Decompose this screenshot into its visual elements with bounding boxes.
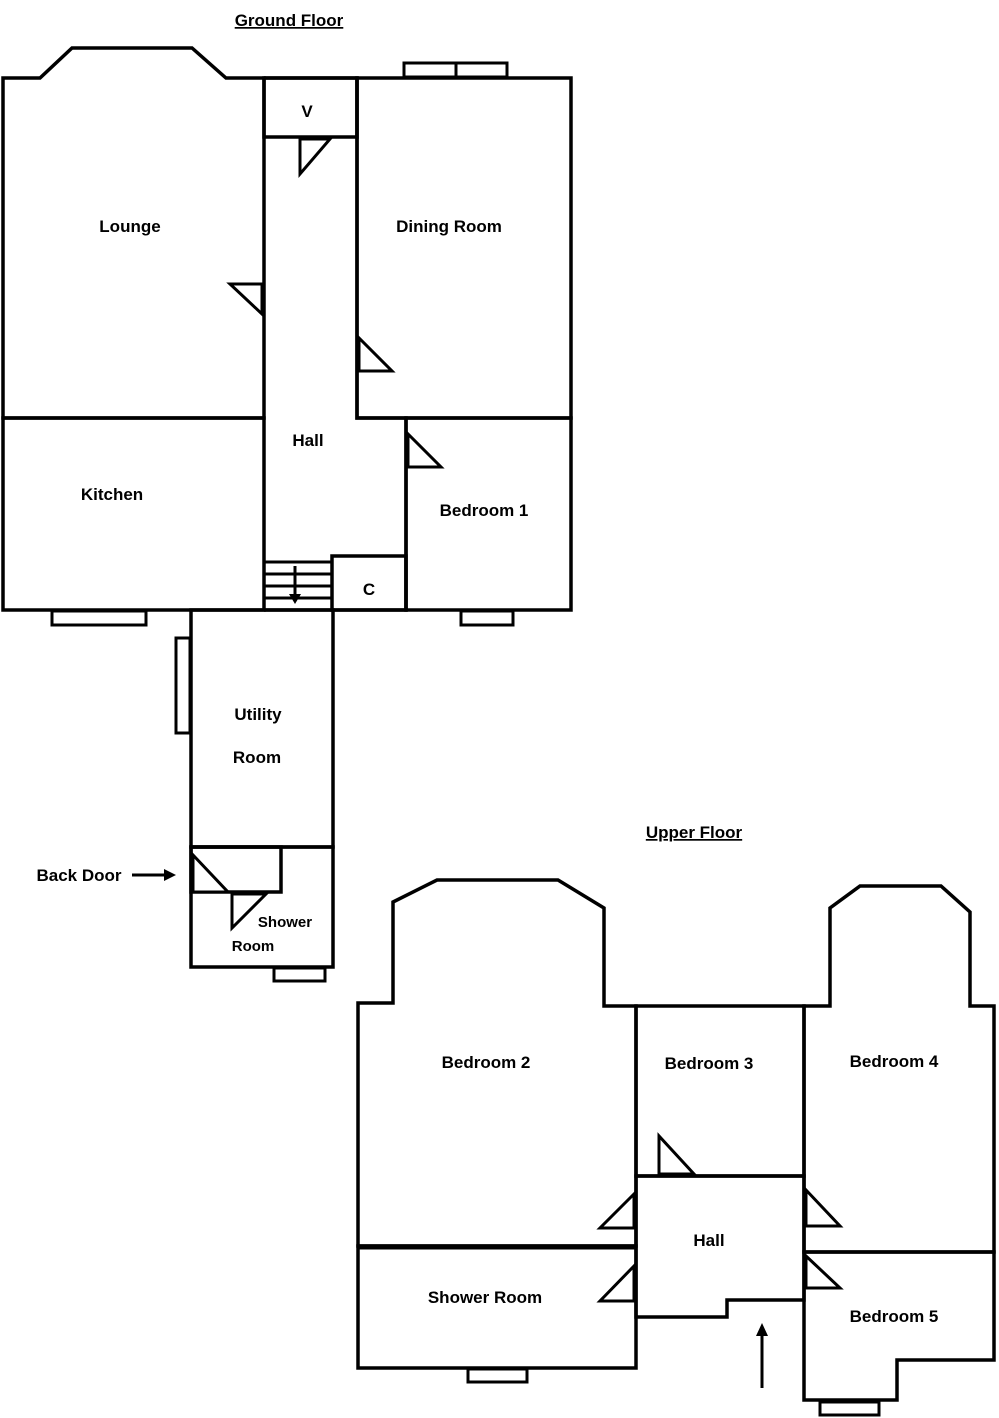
utility-room-walls: [189, 608, 335, 849]
upper-shower-window: [466, 1367, 529, 1384]
upper-shower-room-walls: [356, 1244, 638, 1370]
bedroom-4-door-icon: [804, 1186, 844, 1228]
label-bedroom-2: Bedroom 2: [442, 1053, 531, 1072]
label-back-door: Back Door: [36, 866, 121, 885]
back-porch-walls: [189, 845, 283, 894]
hall-walls: [264, 76, 408, 612]
label-utility-room: Room: [233, 748, 281, 767]
dining-door-icon: [357, 334, 396, 373]
upper-floor-plan: Upper Floor Bedroom 2 Bedroom 3 Bedroom …: [356, 823, 996, 1417]
utility-window: [174, 636, 192, 735]
label-vestibule: V: [301, 102, 313, 121]
bedroom-5-door-icon: [804, 1252, 844, 1290]
upper-shower-door-icon: [596, 1262, 636, 1303]
label-upper-shower-room: Shower Room: [428, 1288, 542, 1307]
label-cupboard: C: [363, 580, 375, 599]
label-utility: Utility: [234, 705, 282, 724]
ground-floor-plan: Ground Floor: [1, 11, 573, 983]
back-porch-door-icon: [191, 851, 232, 894]
label-lounge: Lounge: [99, 217, 160, 236]
label-bedroom-5: Bedroom 5: [850, 1307, 939, 1326]
bedroom-1-door-icon: [406, 430, 445, 469]
kitchen-window: [50, 609, 148, 627]
label-bedroom-4: Bedroom 4: [850, 1052, 939, 1071]
label-dining-room: Dining Room: [396, 217, 502, 236]
label-hall: Hall: [292, 431, 323, 450]
bedroom-3-door-icon: [657, 1132, 698, 1176]
label-shower-room: Room: [232, 938, 275, 955]
bedroom-2-door-icon: [596, 1190, 636, 1230]
kitchen-walls: [1, 416, 266, 612]
ground-floor-title: Ground Floor: [235, 11, 344, 30]
label-bedroom-1: Bedroom 1: [440, 501, 529, 520]
stairs-arrow-icon: [289, 594, 301, 604]
label-shower: Shower: [258, 914, 312, 931]
shower-window: [272, 966, 327, 983]
cupboard-walls: [330, 554, 408, 612]
upper-floor-title: Upper Floor: [646, 823, 743, 842]
label-bedroom-3: Bedroom 3: [665, 1054, 754, 1073]
bedroom-5-walls: [802, 1250, 996, 1402]
bedroom-5-window: [818, 1400, 881, 1417]
stairs: [264, 560, 332, 604]
bedroom-4-walls: [802, 884, 996, 1254]
lounge-door-icon: [226, 282, 264, 318]
bedroom-1-window: [459, 609, 515, 627]
shower-door-icon: [230, 892, 270, 932]
label-upper-hall: Hall: [693, 1231, 724, 1250]
label-kitchen: Kitchen: [81, 485, 143, 504]
vestibule-door-icon: [298, 137, 334, 179]
